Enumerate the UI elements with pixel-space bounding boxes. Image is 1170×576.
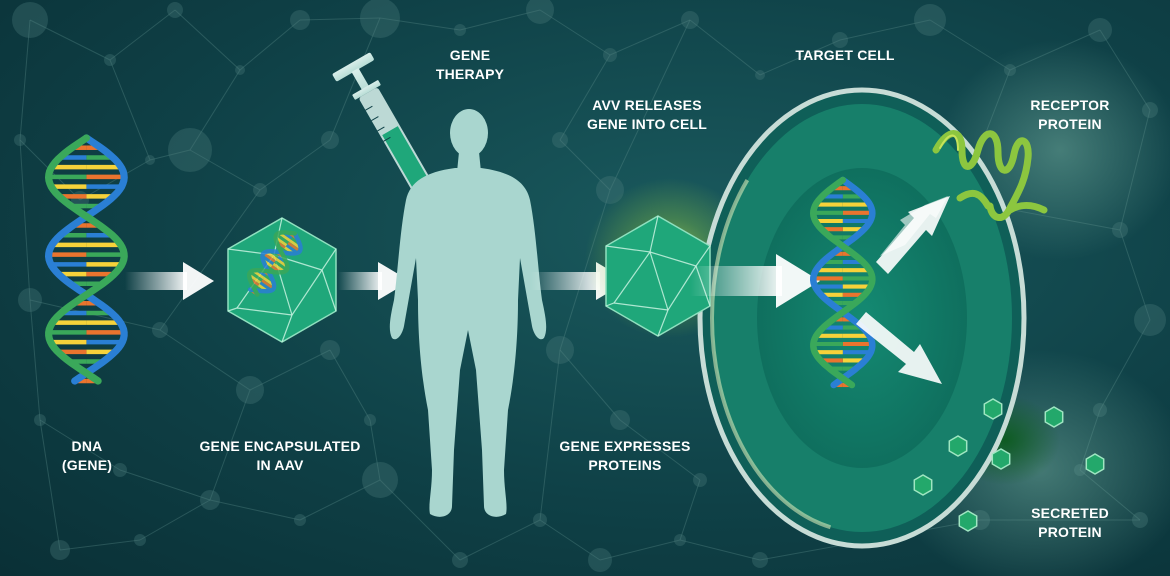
secreted-protein-hexagon [1044,406,1064,428]
label-dna: DNA(GENE) [61,438,113,473]
secreted-protein-hexagon [913,474,933,496]
background-network [12,0,1166,572]
label-target-cell: TARGET CELL [795,47,895,63]
human-body-icon [389,109,547,517]
arrow-icon [125,262,214,300]
secreted-protein-hexagon [958,510,978,532]
secreted-protein-hexagon [983,398,1003,420]
arrow-icon [338,262,410,300]
secreted-protein-hexagon [991,448,1011,470]
receptor-protein-icon [932,130,1048,221]
arrow-icon [856,312,942,384]
secreted-protein-icons [913,398,1105,532]
dna-helix-icon [44,134,128,385]
arrow-icon [690,254,820,308]
dna-helix-icon [809,176,876,389]
aav-capsid-icon [227,217,337,343]
arrow-icon [876,196,950,274]
secreted-protein-hexagon [1085,453,1105,475]
secreted-protein-hexagon [948,435,968,457]
